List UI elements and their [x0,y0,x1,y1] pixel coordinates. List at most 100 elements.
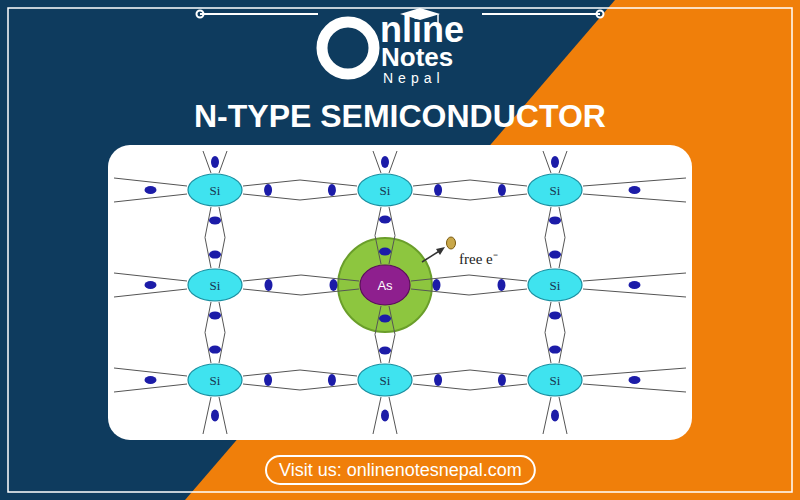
bond-electron [434,374,442,386]
bond-line [243,275,359,281]
bond-line [559,207,565,268]
bond-electron [497,279,505,291]
silicon-atom: Si [187,363,243,397]
bond-line [243,370,357,376]
arsenic-atom: As [359,264,411,306]
atom-symbol: Si [210,374,221,387]
bond-stub [559,151,567,173]
donor-halo [338,238,432,332]
atom-symbol: As [377,279,392,292]
bond-line [559,302,565,363]
silicon-atom: Si [187,268,243,302]
covalent-bond [243,275,359,295]
bond-stub [203,151,211,173]
bond-line [389,306,395,363]
bond-stub [114,273,187,281]
atom-shape [528,174,582,206]
covalent-bond [205,207,225,268]
atom-symbol: Si [550,374,561,387]
deco-line [482,13,600,15]
bond-stub [583,289,686,297]
bond-stub [389,151,397,173]
bond-stub [543,151,551,173]
covalent-bond [411,275,527,295]
atom-shape [528,364,582,396]
covalent-bond [243,370,357,390]
bond-stub [373,397,381,434]
bond-line [413,370,527,376]
bond-electron [328,184,336,196]
bond-stub [543,397,551,434]
silicon-atom: Si [357,363,413,397]
website-text: Visit us: onlinenotesnepal.com [279,461,522,479]
atom-symbol: Si [210,279,221,292]
bond-stub [583,384,686,392]
bond-stub [114,368,187,376]
bond-electron [381,156,389,168]
bond-line [413,384,527,390]
bond-line [389,207,395,264]
bond-electron [498,184,506,196]
atom-shape [358,174,412,206]
bond-electron [381,410,389,422]
silicon-atom: Si [527,363,583,397]
bond-electron [265,279,273,291]
bond-electron [433,279,441,291]
bond-stub [373,151,381,173]
bond-electron [629,186,641,194]
bond-electron [434,184,442,196]
bond-stub [219,397,227,434]
bond-electron [549,251,561,259]
silicon-atom: Si [527,268,583,302]
atom-shape [358,364,412,396]
pill-outline [266,456,535,484]
bond-stub [114,194,187,202]
bond-electron [629,376,641,384]
silicon-atom: Si [187,173,243,207]
covalent-bond [205,302,225,363]
bond-electron [264,374,272,386]
covalent-bond [375,306,395,363]
atom-shape [528,269,582,301]
covalent-bond [375,207,395,264]
covalent-bond [413,180,527,200]
bond-line [545,207,551,268]
bond-electron [328,374,336,386]
bond-stub [583,368,686,376]
bond-line [243,384,357,390]
covalent-bond [413,370,527,390]
bond-electron [379,346,391,354]
bond-electron [379,216,391,224]
bond-line [219,207,225,268]
bond-line [205,207,211,268]
bond-electron [379,315,391,323]
logo-word: Notes [381,44,453,70]
silicon-atom: Si [357,173,413,207]
bond-electron [145,376,157,384]
deco-dot [197,11,204,18]
atom-symbol: Si [210,184,221,197]
atom-symbol: Si [550,184,561,197]
covalent-bond [545,302,565,363]
bond-line [413,194,527,200]
bond-electron [209,311,221,319]
bond-stub [583,194,686,202]
bond-electron [209,346,221,354]
covalent-bond [545,207,565,268]
atom-symbol: Si [380,374,391,387]
bond-electron [549,346,561,354]
logo-ring [322,22,374,74]
bond-electron [209,216,221,224]
atom-symbol: Si [550,279,561,292]
bond-electron [264,184,272,196]
bond-electron [551,156,559,168]
bond-line [545,302,551,363]
bond-electron [209,251,221,259]
bond-stub [203,397,211,434]
atom-symbol: Si [380,184,391,197]
website-pill: Visit us: onlinenotesnepal.com [265,455,536,485]
logo-word: nline [380,12,464,48]
bond-electron [211,410,219,422]
bond-line [413,180,527,186]
